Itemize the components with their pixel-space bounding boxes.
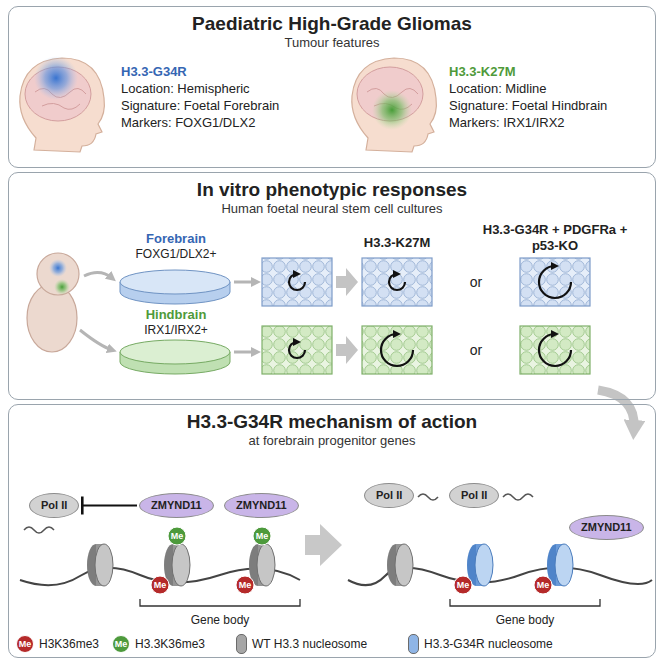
region-label: Gene body (496, 613, 555, 627)
legend-swatch (236, 634, 247, 654)
heading: Hindbrain (144, 307, 208, 323)
body-text: Human foetal neural stem cell cultures (9, 201, 655, 217)
body-text: Tumour features (9, 35, 655, 51)
connector-word: or (470, 342, 482, 358)
body-text: IRX1/IRX2+ (144, 323, 208, 338)
connector-word: or (470, 274, 482, 290)
body-text: Markers: IRX1/IRX2 (449, 114, 607, 131)
legend-text: H3K36me3 (39, 637, 99, 651)
protein-oval: ZMYND11 (139, 493, 214, 518)
tumour-glow (34, 56, 78, 100)
heading: Pol II (41, 499, 67, 512)
panel: ForebrainFOXG1/DLX2+HindbrainIRX1/IRX2+I… (8, 172, 656, 400)
heading: ZMYND11 (236, 499, 287, 512)
gene-body-brackets (140, 599, 600, 606)
heading: ZMYND11 (581, 521, 632, 534)
legend-text: H3.3-G34R nucleosome (424, 637, 553, 651)
legend-swatch (408, 634, 419, 654)
heading: Paediatric High-Grade Gliomas (9, 7, 655, 35)
protein-oval: ZMYND11 (569, 515, 644, 540)
heading: ZMYND11 (151, 499, 202, 512)
tumour-glow (372, 90, 412, 130)
methyl-marks (151, 527, 552, 594)
panel: Pol IIZMYND11ZMYND11Pol IIPol IIZMYND11H… (8, 404, 656, 658)
heading: Pol II (376, 489, 402, 502)
heading: Pol II (461, 489, 487, 502)
culture-label: ForebrainFOXG1/DLX2+ (135, 231, 216, 262)
mutation-feature-box: H3.3-K27MLocation: MidlineSignature: Foe… (449, 63, 607, 131)
hindbrain-region (54, 279, 70, 295)
protein-oval: Pol II (29, 493, 79, 518)
panel: H3.3-G34RLocation: HemisphericSignature:… (8, 6, 656, 168)
body-text: Markers: FOXG1/DLX2 (121, 114, 279, 131)
protein-oval: Pol II (364, 483, 414, 508)
flow-arrow (598, 390, 634, 428)
legend-text: H3.3K36me3 (135, 637, 205, 651)
body-text: Signature: Foetal Forebrain (121, 97, 279, 114)
mutation-feature-box: H3.3-G34RLocation: HemisphericSignature:… (121, 63, 279, 131)
column-header: H3.3-K27M (364, 235, 430, 250)
inhibition-connector (82, 497, 137, 515)
inhibition-bar (81, 497, 84, 515)
heading: H3.3-G34R mechanism of action (9, 405, 655, 433)
methyl-mark: Me (19, 639, 32, 649)
methyl-mark: Me (115, 639, 128, 649)
heading: H3.3-G34R (121, 63, 279, 80)
heading: In vitro phenotypic responses (9, 173, 655, 201)
legend-text: WT H3.3 nucleosome (252, 637, 367, 651)
body-text: FOXG1/DLX2+ (135, 247, 216, 262)
child-head-hindbrain (352, 58, 437, 152)
body-text: Signature: Foetal Hindbrain (449, 97, 607, 114)
body-text: Location: Midline (449, 80, 607, 97)
methyl-mark: Me (457, 580, 470, 590)
protein-oval: Pol II (449, 483, 499, 508)
body-text: Location: Hemispheric (121, 80, 279, 97)
body-text: at forebrain progenitor genes (9, 433, 655, 449)
forebrain-region (49, 259, 67, 277)
fetus (27, 253, 112, 352)
change-arrow (305, 524, 342, 566)
methyl-mark: Me (239, 580, 252, 590)
proliferation-arrows (289, 266, 571, 366)
head-outline (352, 58, 437, 152)
methyl-mark: Me (537, 580, 550, 590)
methyl-mark: Me (256, 531, 269, 541)
cell-culture-boxes (262, 258, 590, 374)
column-header: H3.3-G34R + PDGFRa + p53-KO (480, 222, 630, 254)
region-label: Gene body (191, 613, 250, 627)
heading: H3.3-K27M (449, 63, 607, 80)
protein-oval: ZMYND11 (224, 493, 299, 518)
methyl-mark: Me (171, 531, 184, 541)
connector (82, 504, 137, 506)
methyl-mark: Me (154, 580, 167, 590)
fetus-head (37, 253, 79, 295)
culture-dish-hindbrain (120, 340, 230, 374)
grey-arrow (84, 272, 112, 278)
culture-dish-forebrain (120, 270, 230, 304)
culture-label: HindbrainIRX1/IRX2+ (144, 307, 208, 338)
grey-arrow (80, 330, 112, 350)
child-head-forebrain (20, 56, 105, 152)
heading: Forebrain (135, 231, 216, 247)
